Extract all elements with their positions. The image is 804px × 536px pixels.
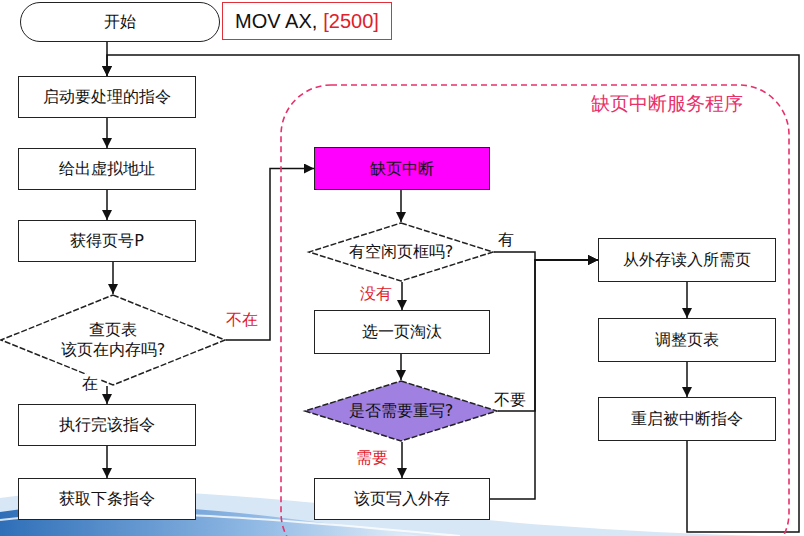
node-text: 给出虚拟地址 bbox=[59, 159, 155, 179]
service-region: 缺页中断服务程序缺页中断有空闲页框吗? 选一页淘汰是否需要重写? 该页写入外存 从外存… bbox=[280, 84, 790, 536]
process-box: 从外存读入所需页 bbox=[598, 238, 776, 282]
edge-label: 没有 bbox=[358, 284, 394, 303]
diamond-shape bbox=[305, 381, 497, 441]
process-box: 启动要处理的指令 bbox=[18, 76, 196, 118]
flow-connector bbox=[400, 354, 402, 380]
decision-diamond: 查页表 该页在内存吗? bbox=[0, 294, 226, 386]
flow-connector bbox=[686, 362, 688, 397]
flow-connector bbox=[112, 262, 114, 294]
node-text: 查页表 该页在内存吗? bbox=[52, 320, 174, 360]
diamond-shape bbox=[1, 295, 225, 385]
terminal-box: 开始 bbox=[20, 2, 220, 42]
node-text: 执行完该指令 bbox=[59, 415, 155, 435]
edge-label: 需要 bbox=[354, 448, 390, 467]
flow-connector bbox=[106, 446, 108, 478]
region-title: 缺页中断服务程序 bbox=[588, 92, 746, 116]
node-text: 重启被中断指令 bbox=[631, 409, 743, 429]
instruction-box: MOV AX,[2500] bbox=[222, 2, 392, 40]
flow-connector bbox=[106, 190, 108, 220]
node-text: 调整页表 bbox=[655, 330, 719, 350]
edge-label: 有 bbox=[496, 230, 516, 249]
flow-connector bbox=[494, 252, 598, 260]
process-box: 选一页淘汰 bbox=[314, 310, 490, 354]
flow-connector bbox=[107, 55, 799, 532]
node-text: 有空闲页框吗? bbox=[349, 242, 454, 262]
edge-label: 在 bbox=[80, 374, 100, 393]
process-box: 获取下条指令 bbox=[18, 478, 196, 520]
node-text: 选一页淘汰 bbox=[362, 322, 442, 342]
process-box: 该页写入外存 bbox=[314, 478, 490, 520]
process-box: 给出虚拟地址 bbox=[18, 148, 196, 190]
edge-label: 不要 bbox=[492, 390, 528, 409]
flow-connector bbox=[401, 282, 403, 310]
flow-connector bbox=[686, 282, 688, 318]
process-box: 重启被中断指令 bbox=[598, 397, 776, 441]
diamond-shape bbox=[309, 223, 493, 281]
process-box: 获得页号P bbox=[18, 220, 196, 262]
edge-label: 不在 bbox=[224, 310, 260, 329]
flow-connector bbox=[498, 260, 598, 411]
process-box: 缺页中断 bbox=[314, 147, 490, 190]
decision-diamond: 有空闲页框吗? bbox=[308, 222, 494, 282]
instruction-text: MOV AX, bbox=[235, 9, 317, 34]
node-text: 从外存读入所需页 bbox=[623, 250, 751, 270]
node-text: 是否需要重写? bbox=[349, 401, 454, 421]
region-border bbox=[281, 85, 789, 536]
flow-connector bbox=[400, 190, 402, 222]
node-text: 获取下条指令 bbox=[59, 489, 155, 509]
flow-connector bbox=[106, 386, 108, 404]
flow-connector bbox=[401, 442, 403, 478]
process-box: 调整页表 bbox=[598, 318, 776, 362]
node-text: 该页写入外存 bbox=[354, 489, 450, 509]
node-text: 获得页号P bbox=[70, 231, 144, 251]
node-text: 缺页中断 bbox=[370, 159, 434, 179]
flow-connector bbox=[490, 260, 598, 499]
instruction-text: [2500] bbox=[323, 9, 379, 34]
process-box: 执行完该指令 bbox=[18, 404, 196, 446]
node-text: 启动要处理的指令 bbox=[43, 87, 171, 107]
decision-diamond: 是否需要重写? bbox=[304, 380, 498, 442]
flow-connector bbox=[106, 118, 108, 148]
node-text: 开始 bbox=[104, 12, 136, 32]
